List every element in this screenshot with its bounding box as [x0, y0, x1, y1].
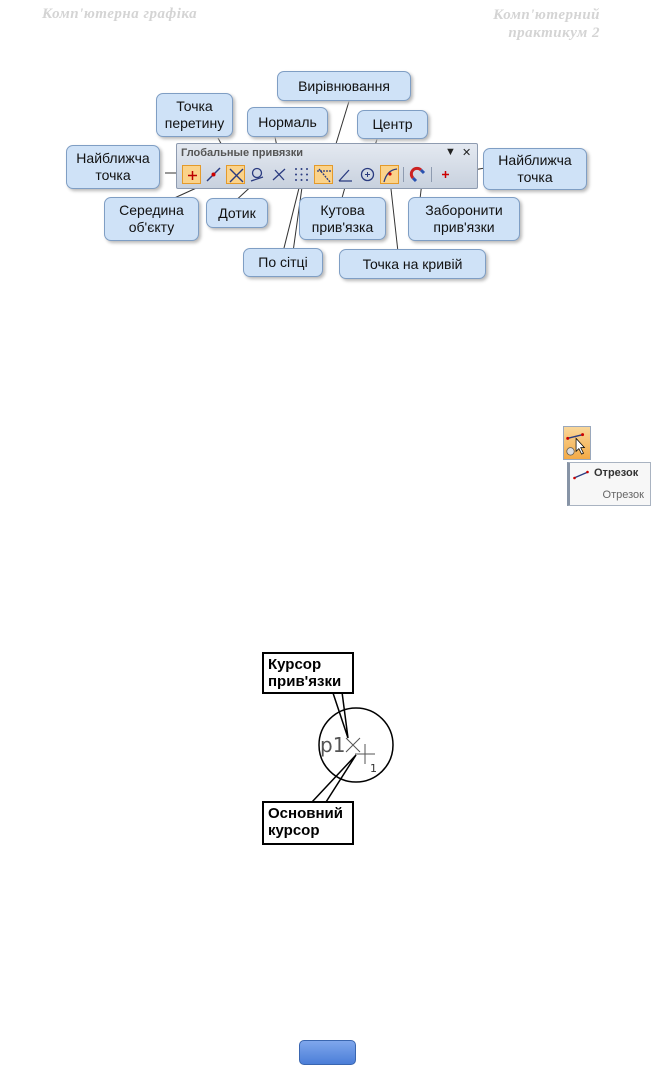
- point-index: 1: [370, 762, 377, 775]
- nav-button[interactable]: [299, 1040, 356, 1065]
- callout-disable-snaps: Заборонити прив'язки: [408, 197, 520, 241]
- segment-tool-icon: [566, 433, 586, 456]
- callout-midpoint: Середина об'єкту: [104, 197, 199, 241]
- callout-grid: По сітці: [243, 248, 323, 277]
- toolbar-icons: [181, 165, 475, 185]
- normal-icon[interactable]: [270, 165, 289, 184]
- nearest-point-icon[interactable]: [436, 165, 455, 184]
- callout-point-on-curve: Точка на кривій: [339, 249, 486, 279]
- toolbar-title: Глобальные привязки: [181, 147, 304, 159]
- callout-intersection: Точка перетину: [156, 93, 233, 137]
- center-icon[interactable]: [358, 165, 377, 184]
- header-left: Комп'ютерна графіка: [42, 6, 198, 22]
- global-snaps-toolbar: Глобальные привязки ▼ ✕: [176, 143, 478, 189]
- header-right-line2: практикум 2: [508, 25, 600, 41]
- point-on-curve-icon[interactable]: [380, 165, 399, 184]
- point-label: p1: [320, 733, 345, 757]
- close-icon[interactable]: ✕: [462, 147, 472, 159]
- callout-normal: Нормаль: [247, 107, 328, 137]
- header-right-line1: Комп'ютерний: [493, 7, 600, 23]
- callout-angle-snap: Кутова прив'язка: [299, 197, 386, 240]
- callout-nearest-point-left: Найближча точка: [66, 145, 160, 189]
- callout-tangent: Дотик: [206, 198, 268, 228]
- tooltip-title: Отрезок: [594, 467, 639, 479]
- snap-cursor-label: Курсор прив'язки: [262, 652, 354, 694]
- disable-snaps-icon[interactable]: [408, 165, 427, 184]
- tooltip-subtitle: Отрезок: [602, 489, 644, 501]
- intersection-icon[interactable]: [226, 165, 245, 184]
- tangent-icon[interactable]: [248, 165, 267, 184]
- alignment-icon[interactable]: [314, 165, 333, 184]
- segment-command-button[interactable]: [563, 426, 591, 460]
- nearest-point-icon[interactable]: [182, 165, 201, 184]
- toolbar-separator: [403, 167, 404, 182]
- chevron-down-icon[interactable]: ▼: [445, 146, 456, 158]
- segment-tooltip: Отрезок Отрезок: [567, 462, 651, 506]
- main-cursor-label: Основний курсор: [262, 801, 354, 845]
- callout-alignment: Вирівнювання: [277, 71, 411, 101]
- angle-snap-icon[interactable]: [336, 165, 355, 184]
- header-right: Комп'ютерний практикум 2: [493, 6, 600, 42]
- toolbar-separator: [431, 167, 432, 182]
- midpoint-icon[interactable]: [204, 165, 223, 184]
- callout-center: Центр: [357, 110, 428, 139]
- grid-icon[interactable]: [292, 165, 311, 184]
- segment-icon: [573, 470, 589, 480]
- callout-nearest-point-right: Найближча точка: [483, 148, 587, 190]
